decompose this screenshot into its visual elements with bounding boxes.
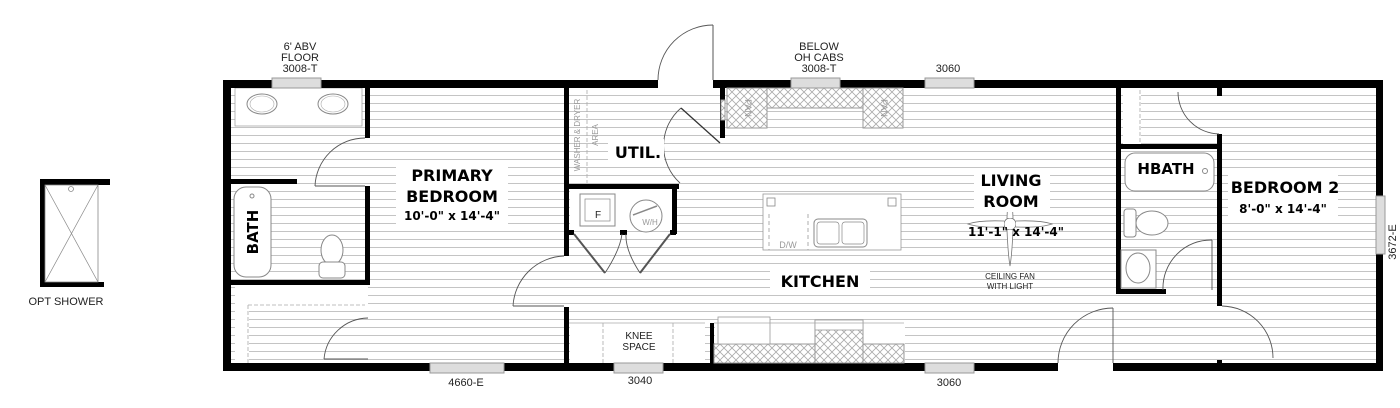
- window-label-kitchen-line3: 3008-T: [802, 63, 837, 75]
- optional-shower: [40, 179, 110, 287]
- window-label-kitchen-line1: BELOW: [799, 41, 839, 53]
- primary-bedroom-name-line1: PRIMARY: [411, 166, 493, 185]
- window-bath-top: [271, 77, 322, 89]
- pantry-right-label: PAN: [879, 99, 889, 117]
- hbath-toilet-icon: [1135, 210, 1169, 236]
- ceiling-fan-label-line1: CEILING FAN: [985, 272, 1035, 281]
- kitchen-counters: [569, 316, 905, 364]
- primary-bedroom-dimensions: 10'-0" x 14'-4": [404, 209, 500, 223]
- interior-walls: [231, 88, 1222, 365]
- window-label-bedroom2-right: 3672-E: [1387, 224, 1399, 259]
- ceiling-fan-label-line2: WITH LIGHT: [987, 282, 1033, 291]
- window-bedroom2-right: [1375, 195, 1386, 255]
- window-living-top: [924, 77, 975, 89]
- hbath-fixtures: [1120, 90, 1215, 289]
- bathtub-icon: [233, 186, 272, 278]
- dishwasher-label: D/W: [779, 240, 797, 250]
- window-label-living-top: 3060: [936, 63, 960, 75]
- furnace-label: F: [595, 210, 601, 221]
- window-label-bath-line2: FLOOR: [281, 52, 319, 64]
- kitchen-island: [766, 197, 897, 250]
- primary-bedroom-name-line2: BEDROOM: [406, 187, 498, 206]
- hbath-name: HBATH: [1137, 160, 1194, 178]
- water-heater-icon: [629, 199, 663, 233]
- hbath-tub-icon: [1124, 152, 1215, 192]
- hbath-sink-icon: [1125, 252, 1151, 284]
- window-kitchen-bottom: [613, 362, 664, 374]
- shower-head-icon: [68, 186, 74, 192]
- washer-dryer-label-line2: AREA: [591, 123, 600, 145]
- refrigerator-icon: [717, 316, 771, 345]
- pantry-cabinets: [720, 87, 904, 129]
- living-room-dimensions: 11'-1" x 14'-4": [968, 225, 1064, 239]
- optional-shower-label: OPT SHOWER: [29, 296, 104, 308]
- knee-space-label-line2: SPACE: [622, 342, 655, 353]
- living-room-name-line2: ROOM: [983, 192, 1038, 211]
- pantry-left-label: PAN: [743, 99, 753, 117]
- sink-icon: [246, 93, 278, 115]
- knee-space-label-line1: KNEE: [625, 331, 653, 342]
- window-label-living-bottom: 3060: [937, 377, 961, 389]
- window-primary-bottom: [429, 362, 505, 374]
- water-heater-label: W/H: [642, 218, 658, 227]
- bath-name: BATH: [244, 210, 262, 255]
- bedroom-2-dimensions: 8'-0" x 14'-4": [1239, 202, 1327, 216]
- window-label-primary-bottom: 4660-E: [448, 377, 483, 389]
- windows: [271, 77, 1386, 374]
- util-name: UTIL.: [615, 143, 661, 162]
- doors: [314, 24, 1274, 371]
- primary-bath-fixtures: [233, 93, 365, 363]
- window-living-bottom: [924, 362, 975, 374]
- window-label-bath-line3: 3008-T: [283, 63, 318, 75]
- label-backgrounds: [396, 139, 1338, 294]
- washer-dryer-label-line1: WASHER & DRYER: [573, 99, 582, 172]
- utility-fixtures: [579, 90, 663, 233]
- bedroom-2-name: BEDROOM 2: [1231, 178, 1340, 197]
- kitchen-name: KITCHEN: [781, 272, 860, 291]
- double-sink-icon: [813, 218, 868, 248]
- window-label-bath-line1: 6' ABV: [284, 41, 317, 53]
- sink-icon: [317, 93, 349, 115]
- window-label-kitchen-bottom: 3040: [628, 375, 652, 387]
- window-label-kitchen-line2: OH CABS: [794, 52, 844, 64]
- living-room-name-line1: LIVING: [980, 171, 1041, 190]
